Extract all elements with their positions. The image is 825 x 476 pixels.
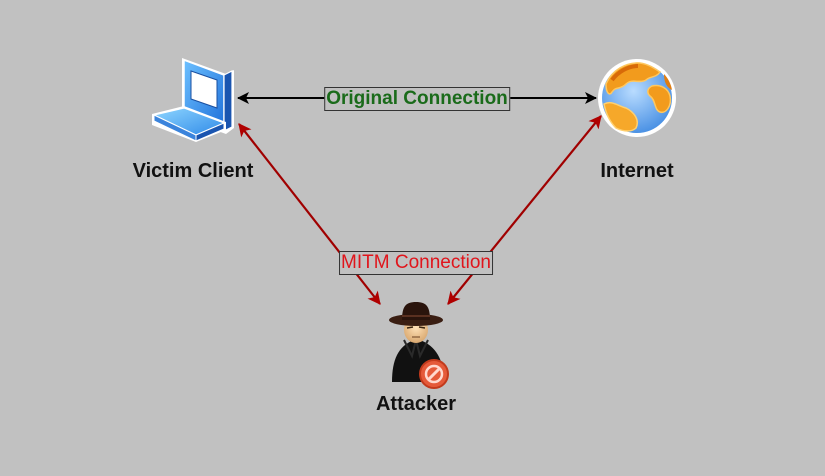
- mitm-connection-label: MITM Connection: [339, 251, 493, 275]
- mitm-victim-line: [238, 123, 381, 305]
- laptop-icon: [152, 58, 234, 142]
- original-connection-label: Original Connection: [324, 87, 510, 111]
- hacker-spy-icon: [389, 302, 449, 389]
- mitm-internet-line: [447, 115, 602, 305]
- globe-icon: [598, 59, 676, 137]
- attacker-label: Attacker: [375, 393, 457, 415]
- victim-client-label: Victim Client: [132, 160, 254, 182]
- internet-label: Internet: [600, 160, 674, 182]
